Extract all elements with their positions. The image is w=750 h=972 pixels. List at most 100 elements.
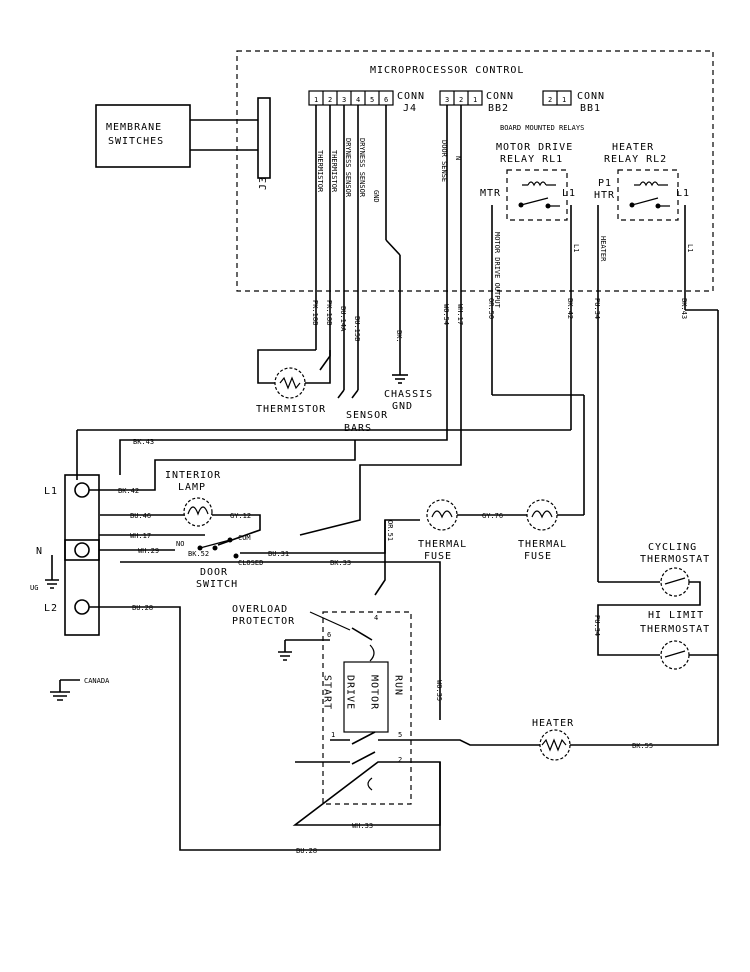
mtr-label: MTR	[480, 188, 501, 199]
j4-label-thermistor-1: THERMISTOR	[316, 150, 324, 193]
wire-wo35: WO.35	[435, 680, 443, 701]
motor-label: MOTOR	[369, 675, 380, 710]
j4-pin-1: 1	[314, 96, 318, 104]
chassis-gnd-symbol	[392, 374, 408, 384]
wire-bu15: BU.15B	[353, 316, 361, 341]
overload-protector	[351, 627, 375, 662]
motor-pin-2: 2	[398, 756, 402, 764]
bb2-pin-3: 3	[445, 96, 449, 104]
thermal-fuse-2	[526, 499, 558, 531]
htr-label: HTR	[594, 190, 615, 201]
terminal-l2-label: L2	[44, 603, 58, 614]
thermal-fuse-2-label-2: FUSE	[524, 551, 552, 562]
conn-bb2-label: CONN	[486, 91, 514, 102]
wire-bu28: BU.28	[132, 604, 153, 612]
j4-label-dryness-2: DRYNESS SENSOR	[358, 138, 366, 198]
thermistor	[274, 367, 306, 399]
j4-wires	[315, 105, 401, 390]
thermal-fuse-1	[426, 499, 458, 531]
wire-pu34b: PU.34	[593, 615, 601, 636]
wire-bk43b: BK.43	[133, 438, 154, 446]
terminal-ug-label: UG	[30, 584, 38, 592]
wire-wh17-path	[299, 105, 462, 536]
wire-wh17: WH.17	[456, 304, 464, 325]
lamp-label-2: LAMP	[178, 482, 206, 493]
hilimit-label-2: THERMOSTAT	[640, 624, 710, 635]
wire-or50: OR.50	[487, 298, 495, 319]
wire-wh29: WH.29	[138, 547, 159, 555]
chassis-label-2: GND	[392, 401, 413, 412]
j4-pin-4: 4	[356, 96, 360, 104]
relay-wires	[76, 205, 719, 640]
wire-bk43: BK.43	[680, 298, 688, 319]
door-pin-com: COM	[238, 534, 251, 542]
wire-or51: OR.51	[386, 520, 394, 541]
conn-j3	[257, 97, 271, 179]
door-pin-closed: CLOSED	[238, 559, 263, 567]
terminal-l1	[74, 482, 90, 498]
chassis-label-1: CHASSIS	[384, 389, 433, 400]
motor-relay-label-1: MOTOR DRIVE	[496, 142, 573, 153]
motor-pin-1: 1	[331, 731, 335, 739]
terminal-n	[74, 542, 90, 558]
overload-label-1: OVERLOAD	[232, 604, 288, 615]
wire-gy76: GY.76	[482, 512, 503, 520]
conn-bb2-id: BB2	[488, 103, 509, 114]
terminal-block	[64, 474, 100, 636]
drive-label: DRIVE	[345, 675, 356, 710]
motor-relay-coil	[522, 181, 556, 187]
j4-pin-3: 3	[342, 96, 346, 104]
j4-wire-codes: PK.18B PK.18B BU.14A BU.15B BK.	[311, 300, 403, 343]
wire-bk42b: BK.42	[118, 487, 139, 495]
wire-bu46: BU.46	[130, 512, 151, 520]
interior-lamp	[183, 497, 213, 527]
wire-bk42: BK.42	[566, 298, 574, 319]
j4-pin-2: 2	[328, 96, 332, 104]
bb2-pin-1: 1	[473, 96, 477, 104]
sensor-label-2: BARS	[344, 423, 372, 434]
wire-wh33: WH.33	[352, 822, 373, 830]
bb2-label-n: N	[454, 156, 462, 160]
ug-ground-symbol	[45, 555, 59, 589]
sensor-bars	[337, 389, 359, 399]
wire-bu14: BU.14A	[339, 306, 347, 332]
door-pin-no: NO	[176, 540, 184, 548]
heater-relay-coil	[634, 181, 668, 187]
label-l1-heater: L1	[686, 244, 694, 252]
motor-pin-5: 5	[398, 731, 402, 739]
wire-bk52: BK.52	[188, 550, 209, 558]
thermal-fuse-1-label-2: FUSE	[424, 551, 452, 562]
lamp-label-1: INTERIOR	[165, 470, 221, 481]
j4-label-gnd: GND	[372, 190, 380, 203]
label-heater: HEATER	[599, 236, 607, 262]
conn-bb2: 3 2 1	[439, 90, 483, 106]
bb2-label-door-sense: DOOR SENSE	[440, 140, 448, 182]
motor-winding-box	[343, 661, 389, 733]
thermistor-label: THERMISTOR	[256, 404, 326, 415]
motor-relay-contact	[520, 197, 560, 207]
terminal-l1-label: L1	[44, 486, 58, 497]
cycling-label-1: CYCLING	[648, 542, 697, 553]
conn-j4: 1 2 3 4 5 6	[308, 90, 394, 106]
door-switch-label-2: SWITCH	[196, 579, 238, 590]
wire-wh17b: WH.17	[130, 532, 151, 540]
wire-pk18b: PK.18B	[325, 300, 333, 325]
j4-pin-6: 6	[384, 96, 388, 104]
cycling-label-2: THERMOSTAT	[640, 554, 710, 565]
sensor-label-1: SENSOR	[346, 410, 388, 421]
l1-label-b: L1	[676, 188, 690, 199]
terminal-n-label: N	[36, 546, 43, 557]
membrane-label-2: SWITCHES	[108, 136, 164, 147]
l1-label-a: L1	[562, 188, 576, 199]
door-switch-label-1: DOOR	[200, 567, 228, 578]
conn-j4-label: CONN	[397, 91, 425, 102]
motor-pin-6: 6	[327, 631, 331, 639]
wire-wo54: WO.54	[442, 304, 450, 325]
heater-label: HEATER	[532, 718, 574, 729]
label-motor-drive-output: MOTOR DRIVE OUTPUT	[493, 232, 501, 309]
wire-bk33: BK.33	[330, 559, 351, 567]
wire-bu31: BU.31	[268, 550, 289, 558]
bb2-pin-2: 2	[459, 96, 463, 104]
conn-bb1: 2 1	[542, 90, 572, 106]
wire-bk55: BK.55	[632, 742, 653, 750]
